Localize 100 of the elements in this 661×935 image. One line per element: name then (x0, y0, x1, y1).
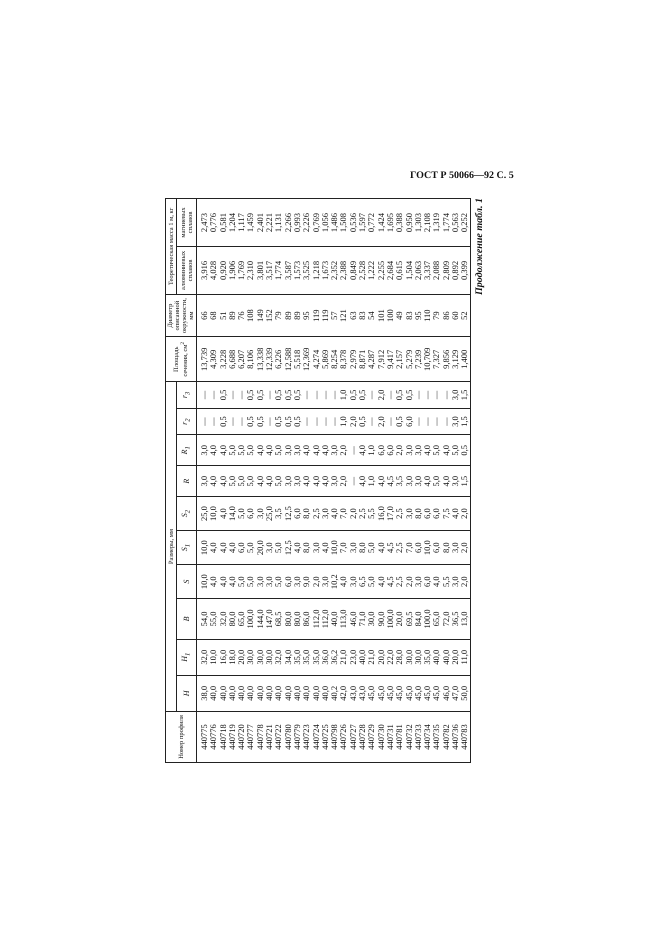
table-cell: 80,0 (284, 598, 293, 640)
table-cell: 35,0 (423, 639, 432, 676)
table-cell: 440723 (302, 711, 312, 762)
table-cell: 6,0 (432, 496, 442, 531)
table-cell: 3,0 (404, 434, 414, 466)
table-cell: 0,920 (218, 246, 228, 294)
table-cell: 69,5 (404, 598, 414, 640)
table-cell: 12,369 (302, 336, 312, 382)
table-cell: 6,688 (228, 336, 238, 382)
table-cell: 440779 (292, 711, 302, 762)
table-cell: 8,0 (302, 496, 312, 531)
table-cell: 7,912 (376, 336, 386, 382)
table-cell: 68 (209, 294, 219, 337)
table-cell: 0,5 (395, 408, 405, 435)
table-cell: — (367, 408, 377, 435)
table-cell: 101 (376, 294, 386, 337)
table-cell: 5,0 (274, 530, 284, 565)
table-cell: 2,266 (284, 198, 293, 246)
table-cell: 440720 (237, 711, 246, 762)
table-cell: 23,0 (348, 639, 358, 676)
table-cell: 7,0 (339, 530, 349, 565)
table-cell: 0,5 (358, 408, 368, 435)
table-cell: 119 (312, 294, 321, 337)
table-cell: 4,0 (218, 530, 228, 565)
table-cell: — (237, 382, 246, 408)
table-cell: 440725 (320, 711, 330, 762)
table-cell: 5,0 (451, 434, 460, 466)
column-header: R (176, 466, 196, 497)
table-cell: 30,0 (265, 639, 274, 676)
table-cell: 0,5 (284, 408, 293, 435)
table-cell: 86,0 (302, 598, 312, 640)
table-cell: 4,0 (423, 434, 432, 466)
table-cell: 1,0 (339, 382, 349, 408)
table-cell: 45,0 (414, 675, 424, 712)
table-cell: 3,525 (302, 246, 312, 294)
table-cell: 68,5 (274, 598, 284, 640)
table-cell: 5,0 (246, 530, 256, 565)
table-cell: 440782 (442, 711, 452, 762)
table-cell: 8,0 (442, 530, 452, 565)
table-cell: — (432, 382, 442, 408)
table-cell: 51 (218, 294, 228, 337)
table-cell: 83 (404, 294, 414, 337)
table-cell: 4,0 (209, 530, 219, 565)
table-cell: 10,709 (423, 336, 432, 382)
table-cell: — (386, 408, 396, 435)
table-cell: 4,0 (302, 466, 312, 497)
table-cell: 3,0 (196, 434, 210, 466)
table-cell: 0,399 (460, 246, 470, 294)
table-cell: 3,0 (414, 466, 424, 497)
table-cell: 43,0 (348, 675, 358, 712)
table-cell: 10,0 (209, 639, 219, 676)
table-cell: 4,0 (376, 530, 386, 565)
table-cell: 5,0 (274, 434, 284, 466)
table-cell: — (414, 382, 424, 408)
table-cell: 83 (358, 294, 368, 337)
table-cell: 40,0 (265, 675, 274, 712)
table-cell: 40,0 (292, 675, 302, 712)
table-cell: 0,5 (358, 382, 368, 408)
table-cell: 13,0 (460, 598, 470, 640)
table-cell: 45,0 (386, 675, 396, 712)
table-cell: 6,0 (386, 434, 396, 466)
table-cell: 440775 (196, 711, 210, 762)
table-cell: 0,5 (246, 382, 256, 408)
table-cell: 440777 (246, 711, 256, 762)
table-cell: 20,0 (256, 530, 266, 565)
table-cell: 3,0 (451, 466, 460, 497)
table-cell: 40,0 (358, 639, 368, 676)
table-cell: 3,228 (218, 336, 228, 382)
table-cell: 30,0 (404, 639, 414, 676)
table-cell: 5,0 (237, 434, 246, 466)
table-cell: 0,772 (367, 198, 377, 246)
table-cell: 10,2 (330, 564, 340, 599)
table-cell: 71,0 (358, 598, 368, 640)
table-cell: 5,0 (228, 466, 238, 497)
table-cell: 4,0 (339, 564, 349, 599)
table-cell: 2,157 (395, 336, 405, 382)
table-cell: 100 (386, 294, 396, 337)
table-cell: — (320, 382, 330, 408)
table-cell: 8,254 (330, 336, 340, 382)
table-cell: 147,0 (265, 598, 274, 640)
table-cell: 6,226 (274, 336, 284, 382)
table-cell: 1,459 (246, 198, 256, 246)
table-cell: 84,0 (414, 598, 424, 640)
table-cell: — (209, 382, 219, 408)
table-cell: 4,0 (320, 466, 330, 497)
table-cell: 5,0 (274, 564, 284, 599)
table-cell: 2,255 (376, 246, 386, 294)
table-cell: 4,0 (218, 466, 228, 497)
table-cell: 42,0 (339, 675, 349, 712)
table-cell: 65,0 (432, 598, 442, 640)
table-cell: 12,5 (284, 496, 293, 531)
table-cell: 0,5 (404, 382, 414, 408)
table-cell: 3,0 (256, 496, 266, 531)
table-cell: 40,0 (312, 675, 321, 712)
table-cell: 2,352 (330, 246, 340, 294)
table-cell: 40,0 (274, 675, 284, 712)
table-cell: 0,5 (395, 382, 405, 408)
table-cell: 440734 (423, 711, 432, 762)
table-cell: 2,5 (312, 496, 321, 531)
table-cell: 1,774 (442, 198, 452, 246)
